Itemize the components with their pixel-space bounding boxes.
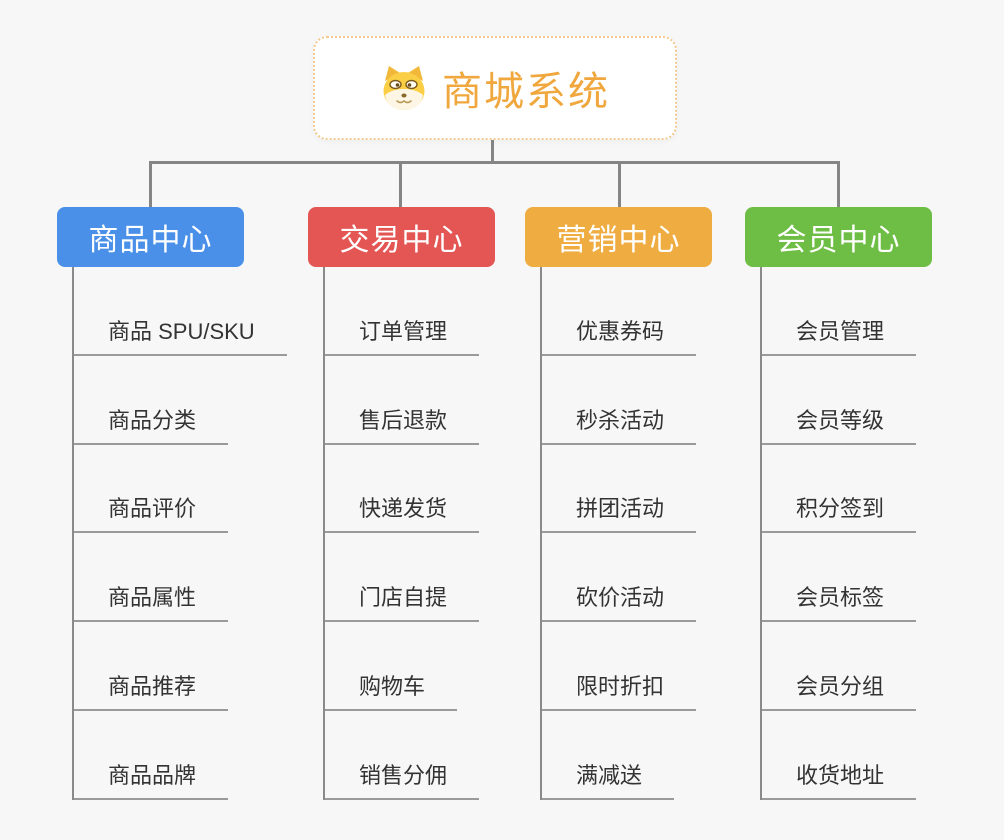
connector-horizontal-bar — [149, 161, 840, 164]
root-topic-label: 商城系统 — [442, 70, 610, 114]
connector-root-stem — [491, 140, 494, 163]
child-topic[interactable]: 门店自提 — [325, 533, 480, 623]
branch-children: 商品 SPU/SKU 商品分类 商品评价 商品属性 商品推荐 商品品牌 — [72, 267, 287, 800]
dog-face-icon — [383, 66, 425, 110]
child-topic[interactable]: 售后退款 — [325, 356, 480, 445]
branch-topic[interactable]: 营销中心 — [525, 207, 712, 267]
branch-children: 订单管理 售后退款 快递发货 门店自提 购物车 销售分佣 — [323, 267, 480, 800]
child-topic[interactable]: 积分签到 — [762, 445, 917, 534]
child-topic[interactable]: 砍价活动 — [542, 533, 697, 623]
connector-drop — [837, 161, 840, 207]
connector-drop — [618, 161, 621, 207]
branch-topic[interactable]: 会员中心 — [745, 207, 932, 267]
branch-marketing-center: 营销中心 优惠券码 秒杀活动 拼团活动 砍价活动 限时折扣 满减送 — [525, 207, 712, 800]
branch-children: 优惠券码 秒杀活动 拼团活动 砍价活动 限时折扣 满减送 — [540, 267, 697, 800]
child-topic[interactable]: 会员等级 — [762, 356, 917, 445]
child-topic[interactable]: 收货地址 — [762, 711, 917, 800]
child-topic[interactable]: 订单管理 — [325, 267, 480, 356]
child-topic[interactable]: 秒杀活动 — [542, 356, 697, 445]
child-topic[interactable]: 商品品牌 — [74, 711, 229, 800]
root-topic[interactable]: 商城系统 — [313, 36, 677, 140]
child-topic[interactable]: 会员标签 — [762, 533, 917, 623]
branch-topic[interactable]: 交易中心 — [308, 207, 495, 267]
child-topic[interactable]: 会员管理 — [762, 267, 917, 356]
child-topic[interactable]: 商品评价 — [74, 445, 229, 534]
child-topic[interactable]: 快递发货 — [325, 445, 480, 534]
child-topic[interactable]: 会员分组 — [762, 622, 917, 711]
child-topic[interactable]: 商品 SPU/SKU — [74, 267, 287, 356]
child-topic[interactable]: 购物车 — [325, 622, 458, 711]
connector-drop — [399, 161, 402, 207]
child-topic[interactable]: 商品分类 — [74, 356, 229, 445]
branch-trade-center: 交易中心 订单管理 售后退款 快递发货 门店自提 购物车 销售分佣 — [308, 207, 495, 800]
child-topic[interactable]: 商品属性 — [74, 533, 229, 623]
branch-product-center: 商品中心 商品 SPU/SKU 商品分类 商品评价 商品属性 商品推荐 商品品牌 — [57, 207, 287, 800]
child-topic[interactable]: 限时折扣 — [542, 622, 697, 711]
child-topic[interactable]: 优惠券码 — [542, 267, 697, 356]
child-topic[interactable]: 销售分佣 — [325, 711, 480, 800]
connector-drop — [149, 161, 152, 207]
branch-children: 会员管理 会员等级 积分签到 会员标签 会员分组 收货地址 — [760, 267, 917, 800]
child-topic[interactable]: 商品推荐 — [74, 622, 229, 711]
branch-topic[interactable]: 商品中心 — [57, 207, 244, 267]
child-topic[interactable]: 拼团活动 — [542, 445, 697, 534]
child-topic[interactable]: 满减送 — [542, 711, 675, 800]
branch-member-center: 会员中心 会员管理 会员等级 积分签到 会员标签 会员分组 收货地址 — [745, 207, 932, 800]
